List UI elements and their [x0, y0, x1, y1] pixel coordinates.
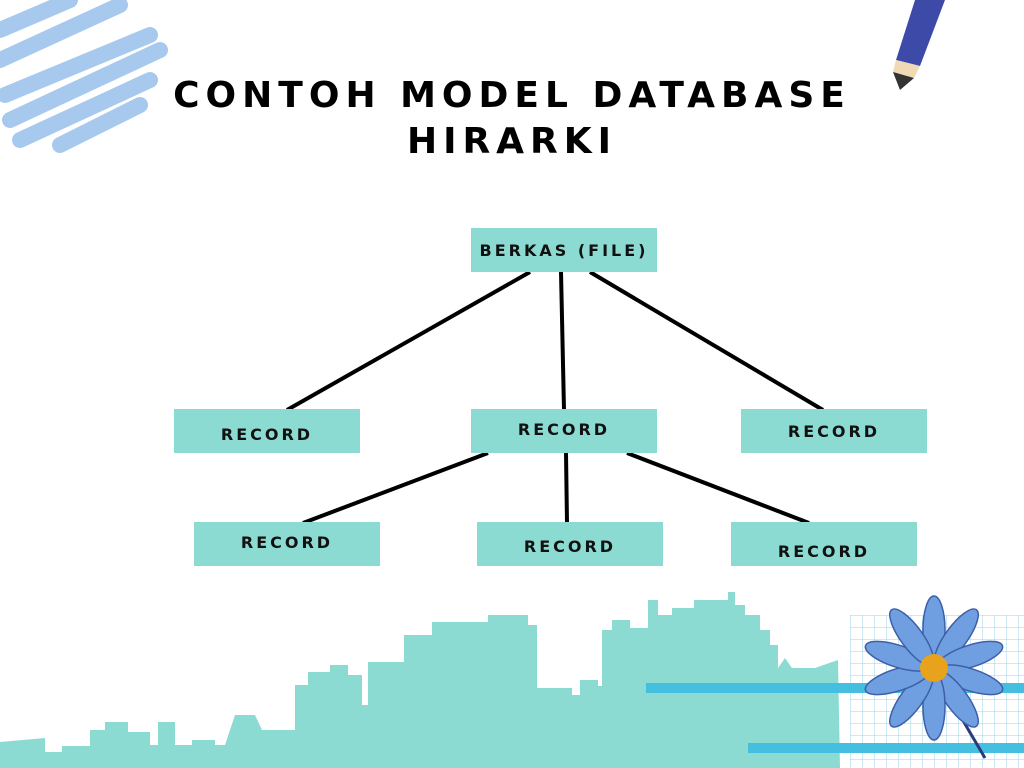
node-label: RECORD [787, 421, 881, 441]
node-label: RECORD [523, 536, 617, 556]
node-record-level1-right: RECORD [741, 409, 927, 453]
page-title-line-2: HIRARKI [406, 121, 618, 162]
node-record-level2-center: RECORD [477, 522, 663, 566]
node-label: RECORD [240, 532, 334, 552]
node-record-level2-left: RECORD [194, 522, 380, 566]
edge-center-child-right [626, 451, 810, 525]
node-label: RECORD [220, 424, 314, 444]
edge-center-child-left [302, 451, 489, 525]
node-record-level2-right: RECORD [731, 522, 917, 566]
node-root-label: BERKAS (FILE) [479, 240, 649, 260]
page-title-line-1: CONTOH MODEL DATABASE [173, 75, 851, 116]
edge-root-record-right [588, 270, 825, 412]
edge-center-child-center [564, 452, 569, 524]
node-record-level1-center: RECORD [471, 409, 657, 453]
blue-scribble-icon [0, 0, 168, 153]
node-record-level1-left: RECORD [174, 409, 360, 453]
edge-root-record-left [286, 270, 531, 412]
node-root-berkas: BERKAS (FILE) [471, 228, 657, 272]
pencil-icon [893, 0, 945, 90]
node-label: RECORD [517, 419, 611, 439]
node-label: RECORD [777, 541, 871, 561]
edge-root-record-center [559, 271, 566, 411]
